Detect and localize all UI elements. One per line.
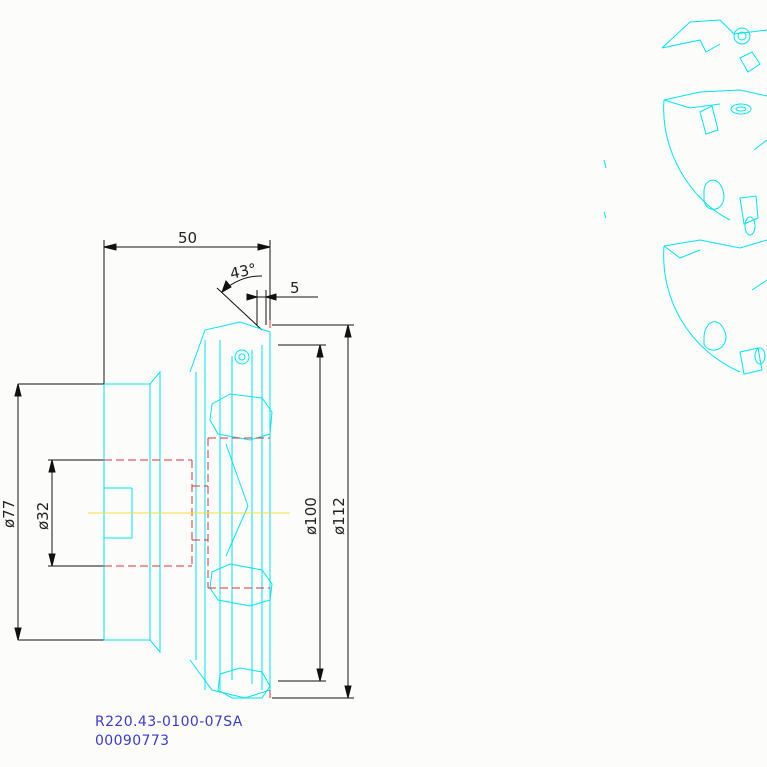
isometric-view (603, 19, 767, 375)
dim-length-label: 50 (178, 229, 197, 247)
part-outline-side-view (103, 321, 273, 699)
dim-offset-label: 5 (290, 279, 300, 297)
dim-dia100-label: ø100 (302, 497, 320, 535)
dimension-lines (14, 240, 354, 699)
item-code: 00090773 (95, 733, 170, 749)
dim-dia112-label: ø112 (330, 497, 348, 535)
dim-dia32-label: ø32 (34, 502, 52, 530)
title-block: R220.43-0100-07SA 00090773 (95, 713, 243, 751)
dim-dia77-label: ø77 (0, 500, 18, 528)
dim-angle-label: 43° (228, 260, 258, 283)
hidden-lines (104, 320, 271, 700)
part-number: R220.43-0100-07SA (95, 714, 243, 730)
